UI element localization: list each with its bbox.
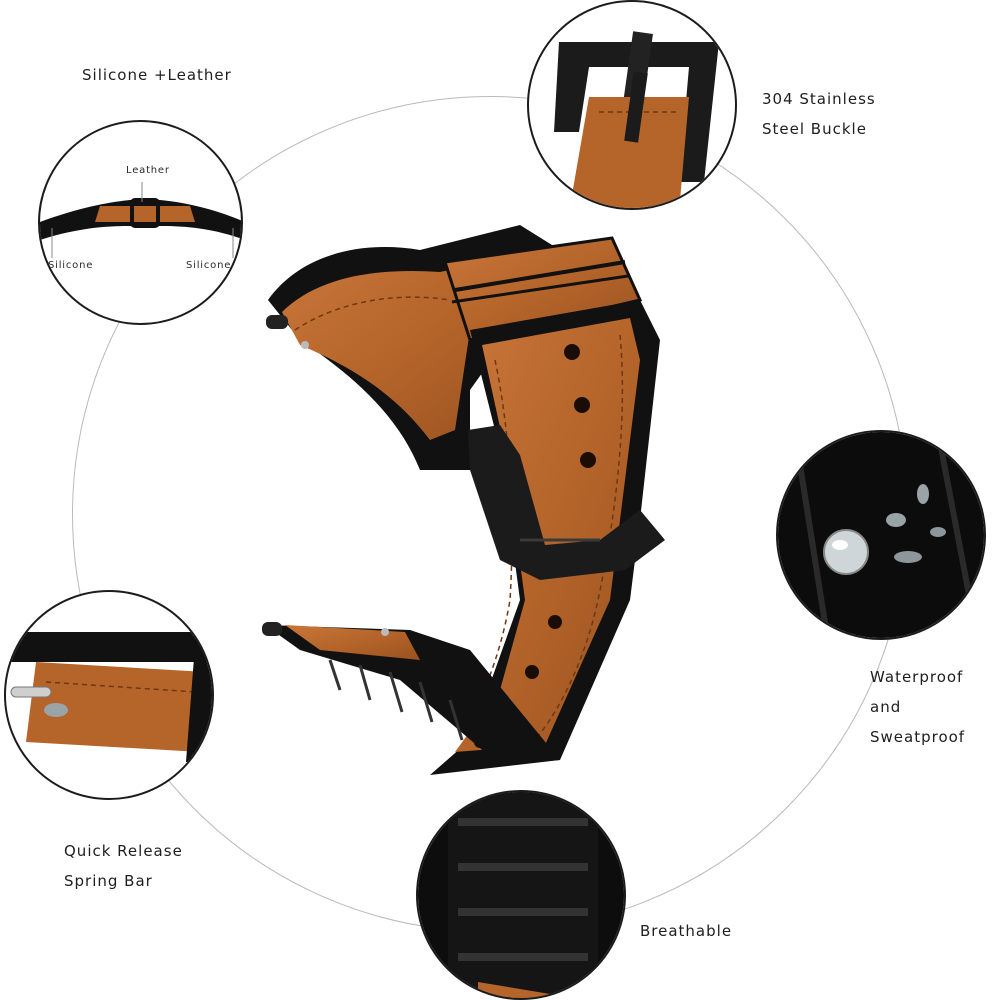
waterproof-callout [776, 430, 986, 640]
spring-bar-label: Quick Release Spring Bar [64, 836, 183, 896]
material-callout [38, 120, 243, 325]
spring-bar-icon [6, 632, 212, 762]
buckle-label: 304 Stainless Steel Buckle [762, 84, 876, 144]
spring-bar-callout [4, 590, 214, 800]
breathable-callout [416, 790, 626, 1000]
silicone-ribs-icon [418, 792, 624, 998]
breathable-label: Breathable [640, 922, 733, 940]
water-droplets-icon [778, 432, 984, 638]
waterproof-label-line1: Waterproof and [870, 668, 964, 716]
buckle-callout [527, 0, 737, 210]
waterproof-label: Waterproof and Sweatproof [870, 662, 1000, 752]
leather-tag: Leather [126, 165, 170, 176]
material-label: Silicone +Leather [82, 66, 232, 84]
spring-bar-label-line2: Spring Bar [64, 872, 153, 890]
spring-bar-label-line1: Quick Release [64, 842, 183, 860]
buckle-icon [554, 31, 719, 208]
buckle-label-line2: Steel Buckle [762, 120, 867, 138]
silicone-left-tag: Silicone [48, 260, 94, 271]
silicone-right-tag: Silicone [186, 260, 232, 271]
buckle-label-line1: 304 Stainless [762, 90, 876, 108]
waterproof-label-line2: Sweatproof [870, 728, 966, 746]
